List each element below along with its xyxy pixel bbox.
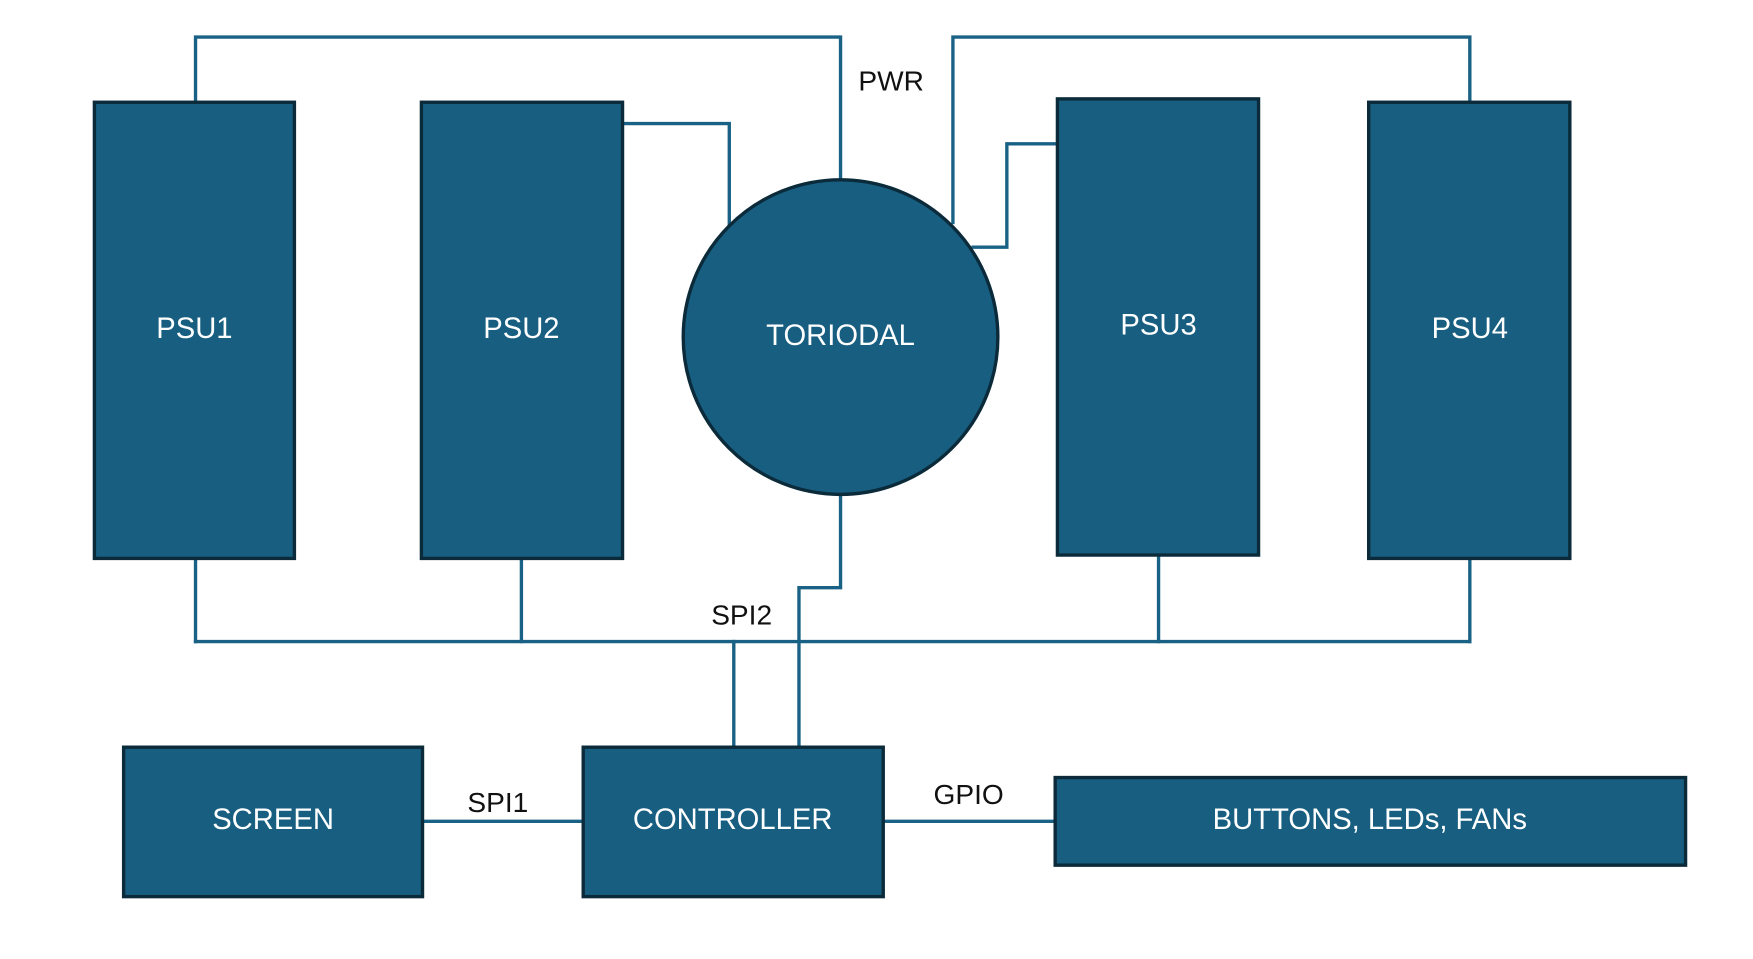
gpio-label: GPIO <box>934 779 1004 810</box>
psu2-label: PSU2 <box>483 313 559 345</box>
controller-block[interactable]: CONTROLLER <box>581 745 885 899</box>
wire-toroidal-controller <box>797 492 843 749</box>
psu3-block[interactable]: PSU3 <box>1055 97 1261 557</box>
peripherals-label: BUTTONS, LEDs, FANs <box>1213 804 1527 836</box>
spi1-label: SPI1 <box>467 787 528 818</box>
peripherals-block[interactable]: BUTTONS, LEDs, FANs <box>1053 775 1688 867</box>
wire-psu2-power <box>620 121 731 227</box>
wire-psu4-power <box>951 35 1472 225</box>
psu1-label: PSU1 <box>156 313 232 345</box>
wire-psu3-power <box>971 142 1060 249</box>
toroidal-transformer[interactable]: TORIODAL <box>681 178 1000 497</box>
spi2-label: SPI2 <box>711 599 772 630</box>
wires <box>193 35 1472 824</box>
psu3-label: PSU3 <box>1120 310 1196 342</box>
psu4-block[interactable]: PSU4 <box>1367 100 1572 561</box>
toroidal-label: TORIODAL <box>766 320 915 352</box>
psu1-block[interactable]: PSU1 <box>92 100 297 561</box>
screen-label: SCREEN <box>212 804 334 836</box>
controller-label: CONTROLLER <box>633 804 833 836</box>
psu2-block[interactable]: PSU2 <box>419 100 625 561</box>
psu4-label: PSU4 <box>1432 313 1508 345</box>
screen-block[interactable]: SCREEN <box>121 745 425 899</box>
pwr-label: PWR <box>858 66 924 97</box>
wire-psu1-power <box>193 35 843 182</box>
